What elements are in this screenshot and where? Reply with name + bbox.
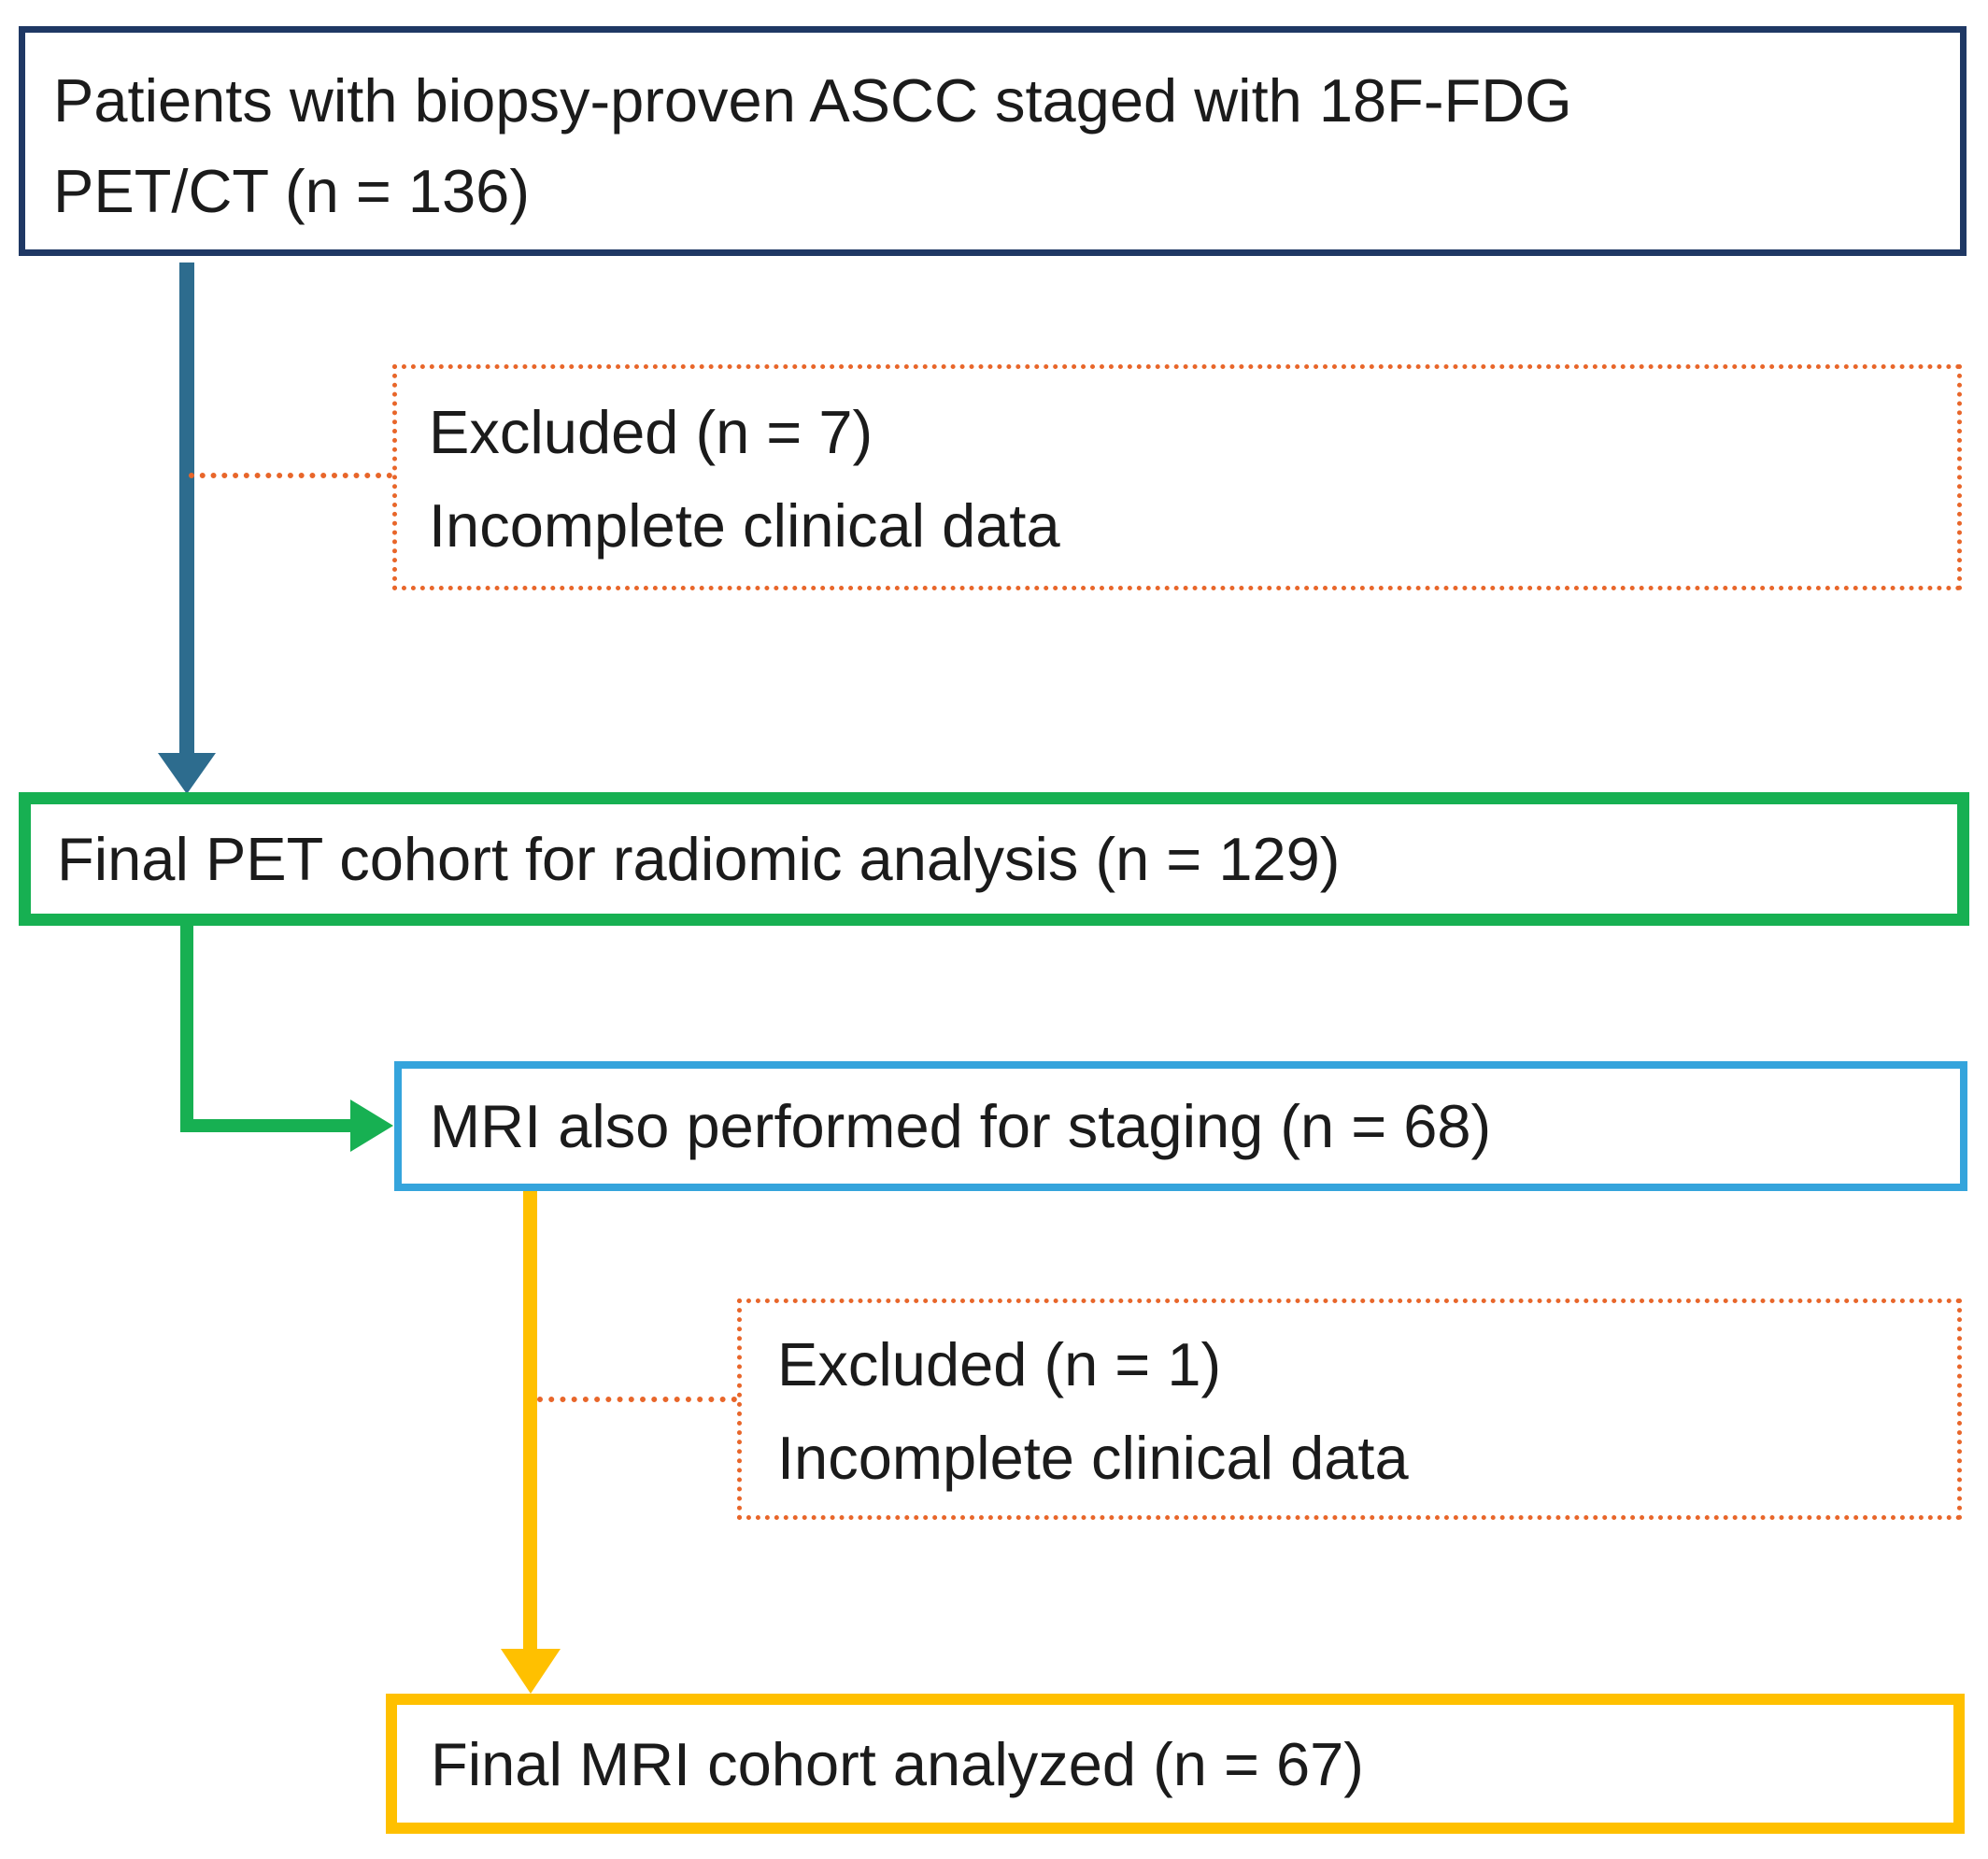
arrow-pet-to-mri-arrowhead-icon [350,1100,393,1152]
flow-box-excluded-pet: Excluded (n = 7) Incomplete clinical dat… [392,364,1962,590]
mri-staging-label: MRI also performed for staging (n = 68) [430,1092,1492,1160]
excluded-pet-label-line2: Incomplete clinical data [429,491,1060,560]
arrow-patients-to-pet-arrowhead-icon [158,753,216,794]
mri-cohort-label: Final MRI cohort analyzed (n = 67) [431,1729,1364,1798]
arrow-pet-to-mri-vertical-shaft [180,926,193,1125]
arrow-patients-to-pet-shaft [179,263,194,754]
exclusion-connector-mri [537,1397,737,1402]
flow-box-pet-cohort: Final PET cohort for radiomic analysis (… [19,792,1969,926]
exclusion-connector-pet [189,473,392,478]
excluded-mri-label-line2: Incomplete clinical data [777,1424,1409,1492]
pet-cohort-label: Final PET cohort for radiomic analysis (… [57,825,1341,893]
patients-label-line1: Patients with biopsy-proven ASCC staged … [53,66,1572,135]
arrow-mri-to-final-arrowhead-icon [501,1649,561,1694]
excluded-mri-label-line1: Excluded (n = 1) [777,1330,1222,1398]
arrow-pet-to-mri-horizontal-shaft [180,1119,352,1132]
flow-box-patients: Patients with biopsy-proven ASCC staged … [19,26,1967,256]
excluded-pet-label-line1: Excluded (n = 7) [429,398,873,466]
flow-box-mri-cohort: Final MRI cohort analyzed (n = 67) [386,1694,1965,1834]
arrow-mri-to-final-shaft [523,1191,537,1651]
flow-box-excluded-mri: Excluded (n = 1) Incomplete clinical dat… [737,1298,1962,1520]
flow-box-mri-staging: MRI also performed for staging (n = 68) [394,1061,1967,1191]
patients-label-line2: PET/CT (n = 136) [53,157,530,225]
